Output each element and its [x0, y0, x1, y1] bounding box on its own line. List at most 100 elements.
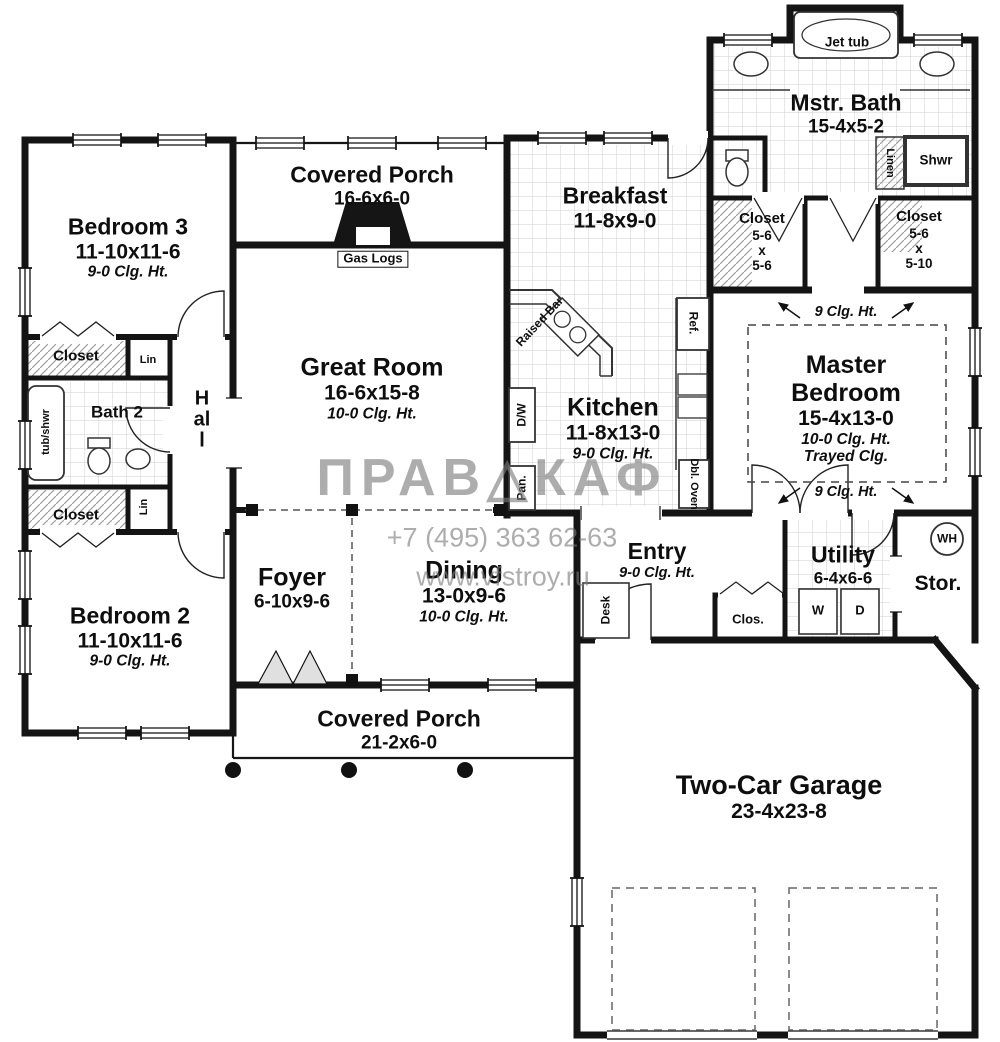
label-stor: Stor. — [915, 572, 962, 596]
garage-door-openings — [607, 1030, 938, 1040]
label-foyer: Foyer 6-10x9-6 — [254, 563, 330, 612]
bedroom2-name: Bedroom 2 — [69, 602, 191, 629]
foyer-name: Foyer — [257, 563, 327, 592]
bedroom3-ceiling: 9-0 Clg. Ht. — [87, 263, 169, 281]
sink-icon — [125, 448, 151, 470]
cooktop-icon — [539, 296, 601, 358]
label-gas-logs: Gas Logs — [337, 250, 409, 268]
hall-name: Hall — [193, 387, 211, 452]
opening-jambs — [226, 397, 902, 613]
closet-dim: 5-6 — [752, 257, 772, 273]
desk-text: Desk — [598, 595, 613, 625]
garage-name: Two-Car Garage — [675, 770, 883, 801]
label-closet-master-right: Closet 5-6 x 5-10 — [896, 207, 942, 271]
fridge-text: Ref. — [686, 311, 701, 335]
fireplace-icon — [333, 202, 412, 245]
entry-ceiling: 9-0 Clg. Ht. — [619, 564, 695, 581]
label-breakfast: Breakfast 11-8x9-0 — [563, 183, 668, 233]
closet-dim: 5-6 — [752, 227, 772, 243]
garage-door-track — [611, 887, 756, 1031]
bedroom2-ceiling: 9-0 Clg. Ht. — [89, 652, 171, 670]
label-garage: Two-Car Garage 23-4x23-8 — [676, 770, 883, 824]
kitchen-sink-icon — [677, 373, 708, 396]
watermark-phone: +7 (495) 363 62-63 — [386, 522, 618, 553]
master-ceiling: 10-0 Clg. Ht. — [801, 430, 891, 448]
master-size: 15-4x13-0 — [798, 406, 894, 430]
label-great-room: Great Room 16-6x15-8 10-0 Clg. Ht. — [300, 354, 443, 423]
toilet-icon — [87, 447, 111, 475]
cased-openings — [245, 504, 506, 686]
bedroom3-name: Bedroom 3 — [67, 213, 189, 240]
label-closet-hall-top: Closet — [53, 348, 99, 366]
column — [346, 674, 358, 686]
double-oven-text: Dbl. Oven — [688, 458, 701, 510]
label-covered-porch-bottom: Covered Porch 21-2x6-0 — [317, 705, 481, 754]
porch-post — [225, 762, 241, 778]
porch-bottom-name: Covered Porch — [317, 705, 481, 732]
closet-dim: x — [758, 242, 766, 258]
kitchen-sink-icon — [677, 396, 708, 419]
utility-size: 6-4x6-6 — [813, 568, 873, 588]
dining-size: 13-0x9-6 — [421, 584, 507, 608]
dashed-features — [611, 324, 947, 1031]
utility-name: Utility — [811, 541, 875, 568]
label-bedroom2: Bedroom 2 11-10x11-6 9-0 Clg. Ht. — [69, 602, 191, 671]
water-heater-icon — [930, 522, 964, 556]
label-tub-shwr: tub/shwr — [40, 409, 52, 455]
label-bath2: Bath 2 — [91, 402, 143, 421]
label-jet-tub: Jet tub — [825, 34, 869, 49]
label-linen: Linen — [884, 148, 896, 177]
dryer-text: D — [855, 602, 865, 618]
label-mstr-bath: Mstr. Bath 15-4x5-2 — [790, 89, 902, 138]
porch-post — [341, 762, 357, 778]
washer-icon — [798, 588, 838, 635]
bath-fixtures — [712, 11, 970, 190]
washer-text: W — [811, 602, 825, 618]
bath2-name: Bath 2 — [91, 402, 143, 422]
shwr-label: Shwr — [919, 152, 953, 168]
dishwasher-icon — [508, 387, 536, 443]
label-shwr: Shwr — [919, 152, 952, 167]
front-door-icon — [256, 649, 328, 685]
watermark-logo: ПРАВ△КАФ — [316, 449, 668, 507]
label-utility: Utility 6-4x6-6 — [811, 541, 875, 588]
trayed-ceiling-outline — [747, 324, 947, 483]
label-kitchen: Kitchen 11-8x13-0 9-0 Clg. Ht. — [566, 394, 661, 463]
bedroom2-size: 11-10x11-6 — [77, 629, 183, 653]
master-tray: Trayed Clg. — [803, 447, 889, 465]
column — [346, 504, 358, 516]
bedroom3-size: 11-10x11-6 — [75, 240, 181, 264]
toilet-icon — [725, 157, 749, 187]
label-dryer: D — [855, 602, 865, 619]
label-dining: Dining 13-0x9-6 10-0 Clg. Ht. — [419, 557, 509, 626]
label-washer: W — [811, 602, 825, 619]
tub-shwr-text: tub/shwr — [39, 409, 52, 455]
dryer-icon — [840, 588, 880, 635]
mstr-bath-name: Mstr. Bath — [790, 89, 902, 116]
garage-size: 23-4x23-8 — [731, 800, 827, 824]
fridge-icon — [676, 297, 710, 351]
closet-dim: 5-10 — [905, 255, 933, 271]
closet-name: Closet — [896, 207, 942, 225]
wh-text: WH — [937, 531, 957, 546]
kitchen-fixtures — [508, 289, 710, 511]
label-fridge: Ref. — [686, 311, 701, 335]
kitchen-size: 11-8x13-0 — [565, 421, 661, 445]
dining-ceiling: 10-0 Clg. Ht. — [419, 608, 509, 626]
label-entry: Entry 9-0 Clg. Ht. — [619, 538, 695, 581]
clg9-bottom-text: 9 Clg. Ht. — [814, 483, 878, 500]
breakfast-size: 11-8x9-0 — [573, 209, 657, 233]
linen-label: Linen — [884, 148, 897, 178]
stor-text: Stor. — [914, 572, 962, 596]
kitchen-name: Kitchen — [567, 393, 659, 422]
closet-bottom-text: Closet — [53, 506, 99, 524]
label-desk: Desk — [598, 595, 613, 625]
bath2-fixtures — [27, 385, 151, 481]
bifold-doors — [41, 197, 877, 595]
label-lin-top: Lin — [140, 354, 157, 366]
gas-logs-label: Gas Logs — [337, 250, 409, 268]
lin-bottom-text: Lin — [137, 498, 150, 516]
label-lin-bottom: Lin — [138, 499, 150, 516]
